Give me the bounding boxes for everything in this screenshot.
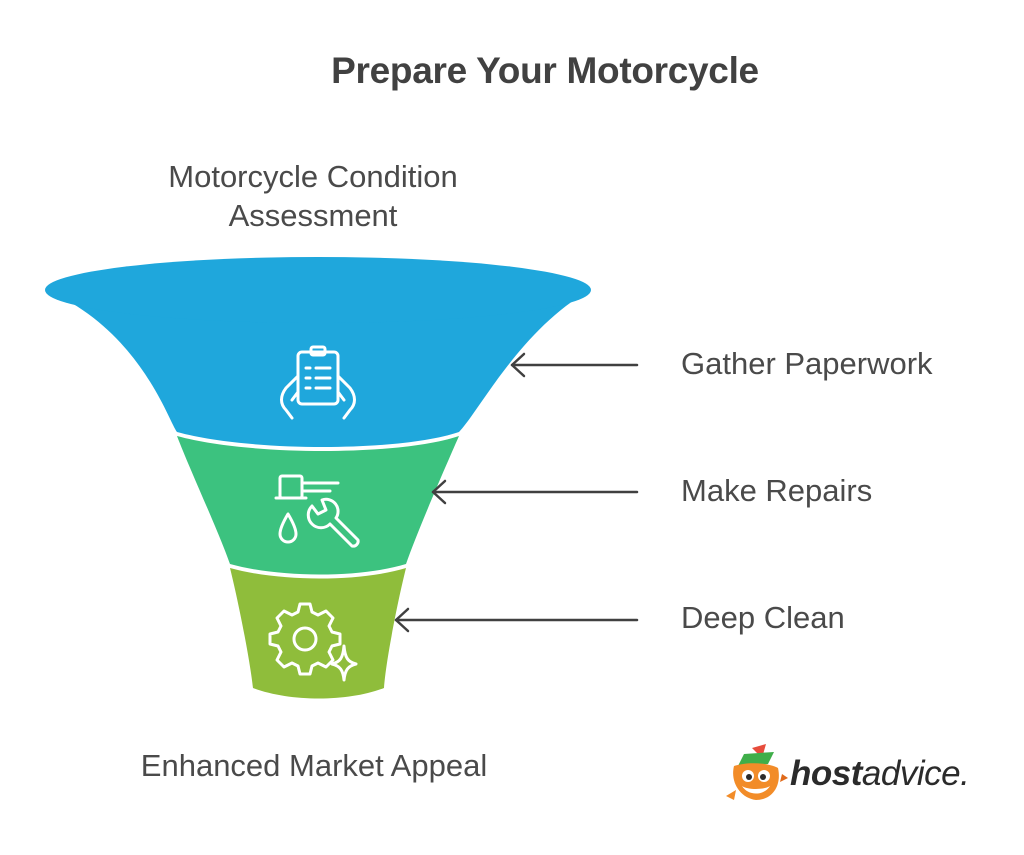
arrow-stage-3 bbox=[394, 607, 639, 633]
brand-wordmark-bold: host bbox=[790, 754, 862, 793]
clipboard-hands-icon bbox=[280, 345, 356, 420]
brand-logo: hostadvice. bbox=[722, 744, 992, 806]
wrench-drop-icon bbox=[274, 474, 360, 548]
stage-label-gather-paperwork: Gather Paperwork bbox=[681, 346, 933, 381]
funnel-stage-3 bbox=[230, 568, 406, 699]
funnel-output-label: Enhanced Market Appeal bbox=[140, 748, 488, 783]
arrow-stage-2 bbox=[431, 479, 639, 505]
funnel-top-rim bbox=[45, 257, 591, 323]
funnel-input-label: Motorcycle Condition Assessment bbox=[100, 157, 526, 235]
gear-sparkle-icon bbox=[268, 602, 358, 682]
brand-wordmark-regular: advice. bbox=[861, 754, 970, 793]
page-title: Prepare Your Motorcycle bbox=[331, 50, 759, 91]
funnel-input-label-line-1: Motorcycle Condition bbox=[168, 159, 458, 194]
arrow-stage-1 bbox=[510, 352, 639, 378]
fox-mascot-icon bbox=[726, 744, 788, 800]
stage-label-make-repairs: Make Repairs bbox=[681, 473, 873, 508]
brand-wordmark: hostadvice. bbox=[790, 754, 970, 794]
funnel-stage-2 bbox=[177, 436, 459, 575]
stage-label-deep-clean: Deep Clean bbox=[681, 600, 845, 635]
funnel-input-label-line-2: Assessment bbox=[228, 198, 398, 233]
